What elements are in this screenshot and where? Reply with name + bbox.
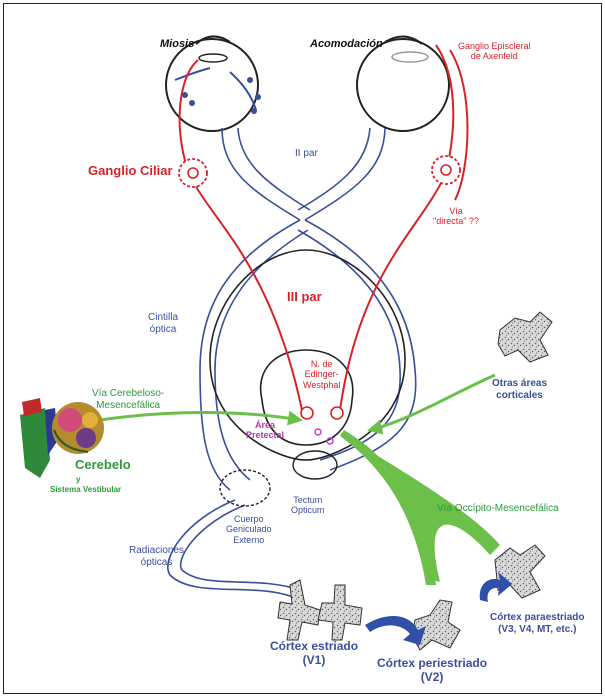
label-cerebelo: Cerebelo (75, 458, 131, 473)
label-y: y (76, 475, 80, 484)
label-cortex-paraestriado: Córtex paraestriado (V3, V4, MT, etc.) (490, 612, 584, 635)
label-via-occipito: Vía Occípito-Mesencefálica (437, 503, 559, 515)
label-acomodacion: Acomodación (310, 38, 383, 51)
label-via-directa: Vía "directa" ?? (433, 206, 479, 227)
label-ii-par: II par (295, 148, 318, 160)
label-radiaciones: Radiaciones ópticas (129, 545, 184, 568)
label-sistema-vestibular: Sistema Vestibular (50, 485, 121, 494)
label-n-edinger: N. de Edinger- Westphal (303, 359, 340, 390)
label-iii-par: III par (287, 290, 322, 305)
cortex-other-areas (498, 312, 552, 362)
label-ganglio-episcleral: Ganglio Episcleral de Axenfeld (458, 41, 531, 62)
label-cintilla-optica: Cintilla óptica (148, 312, 178, 335)
label-via-cerebeloso: Vía Cerebeloso- Mesencefálica (92, 388, 164, 411)
cortex-striate-right (318, 585, 362, 640)
label-ganglio-ciliar: Ganglio Ciliar (88, 164, 173, 179)
label-tectum: Tectum Opticum (291, 495, 325, 516)
tectum-outline (293, 451, 337, 479)
right-eye (357, 36, 449, 131)
label-cortex-periestriado: Córtex periestriado (V2) (377, 657, 487, 685)
ciliary-ganglion-right (432, 156, 460, 184)
label-area-pretectal: Área Pretectal (246, 420, 284, 441)
label-otras-areas: Otras áreas corticales (492, 378, 547, 401)
cortex-striate-left (278, 580, 320, 640)
ciliary-ganglion-left (179, 159, 207, 187)
label-miosis: Miosis (160, 38, 194, 51)
label-cuerpo-geniculado: Cuerpo Geniculado Externo (226, 514, 272, 545)
label-cortex-estriado: Córtex estriado (V1) (270, 640, 358, 668)
